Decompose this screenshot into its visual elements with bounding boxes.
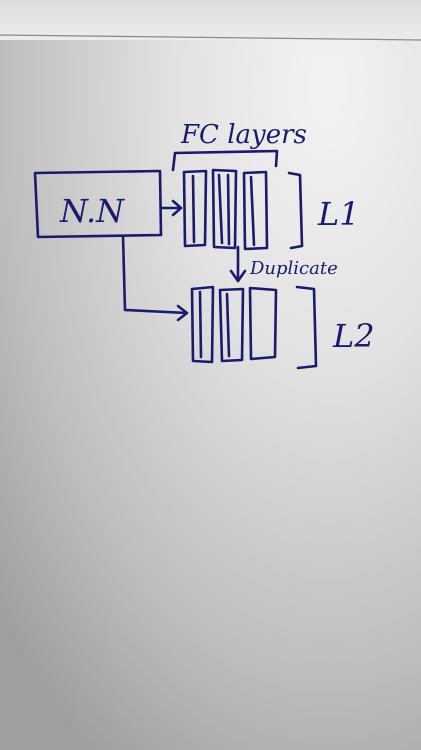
l1-layer-2 xyxy=(211,168,238,250)
l1-layer-3 xyxy=(242,170,269,251)
l1-layer-1-inner xyxy=(191,174,196,244)
arrow-nn-to-l1 xyxy=(159,199,183,217)
l1-bracket xyxy=(287,171,304,250)
l2-layer-1 xyxy=(190,285,215,364)
paper-fold-line xyxy=(0,34,421,41)
l2-layer-1-inner xyxy=(198,290,203,359)
l2-layer-2 xyxy=(218,287,245,363)
l2-bracket xyxy=(295,285,318,370)
layer2-label: L2 xyxy=(332,317,375,355)
l1-layer-1 xyxy=(182,169,208,248)
arrow-nn-to-l2 xyxy=(121,234,189,322)
l1-layer-3-inner xyxy=(249,175,256,247)
l2-layer-2-inner xyxy=(225,292,231,358)
nn-label: N.N xyxy=(59,192,125,230)
l1-layer-2-inner xyxy=(217,173,231,246)
fc-layers-label: FC layers xyxy=(180,120,307,150)
l2-layer-3 xyxy=(248,286,278,361)
fc-layers-brace xyxy=(171,149,279,172)
nn-box xyxy=(33,169,163,239)
paper-top-strip xyxy=(0,0,421,40)
duplicate-arrow xyxy=(229,245,247,283)
duplicate-label: Duplicate xyxy=(249,258,338,279)
layer1-label: L1 xyxy=(317,195,360,233)
